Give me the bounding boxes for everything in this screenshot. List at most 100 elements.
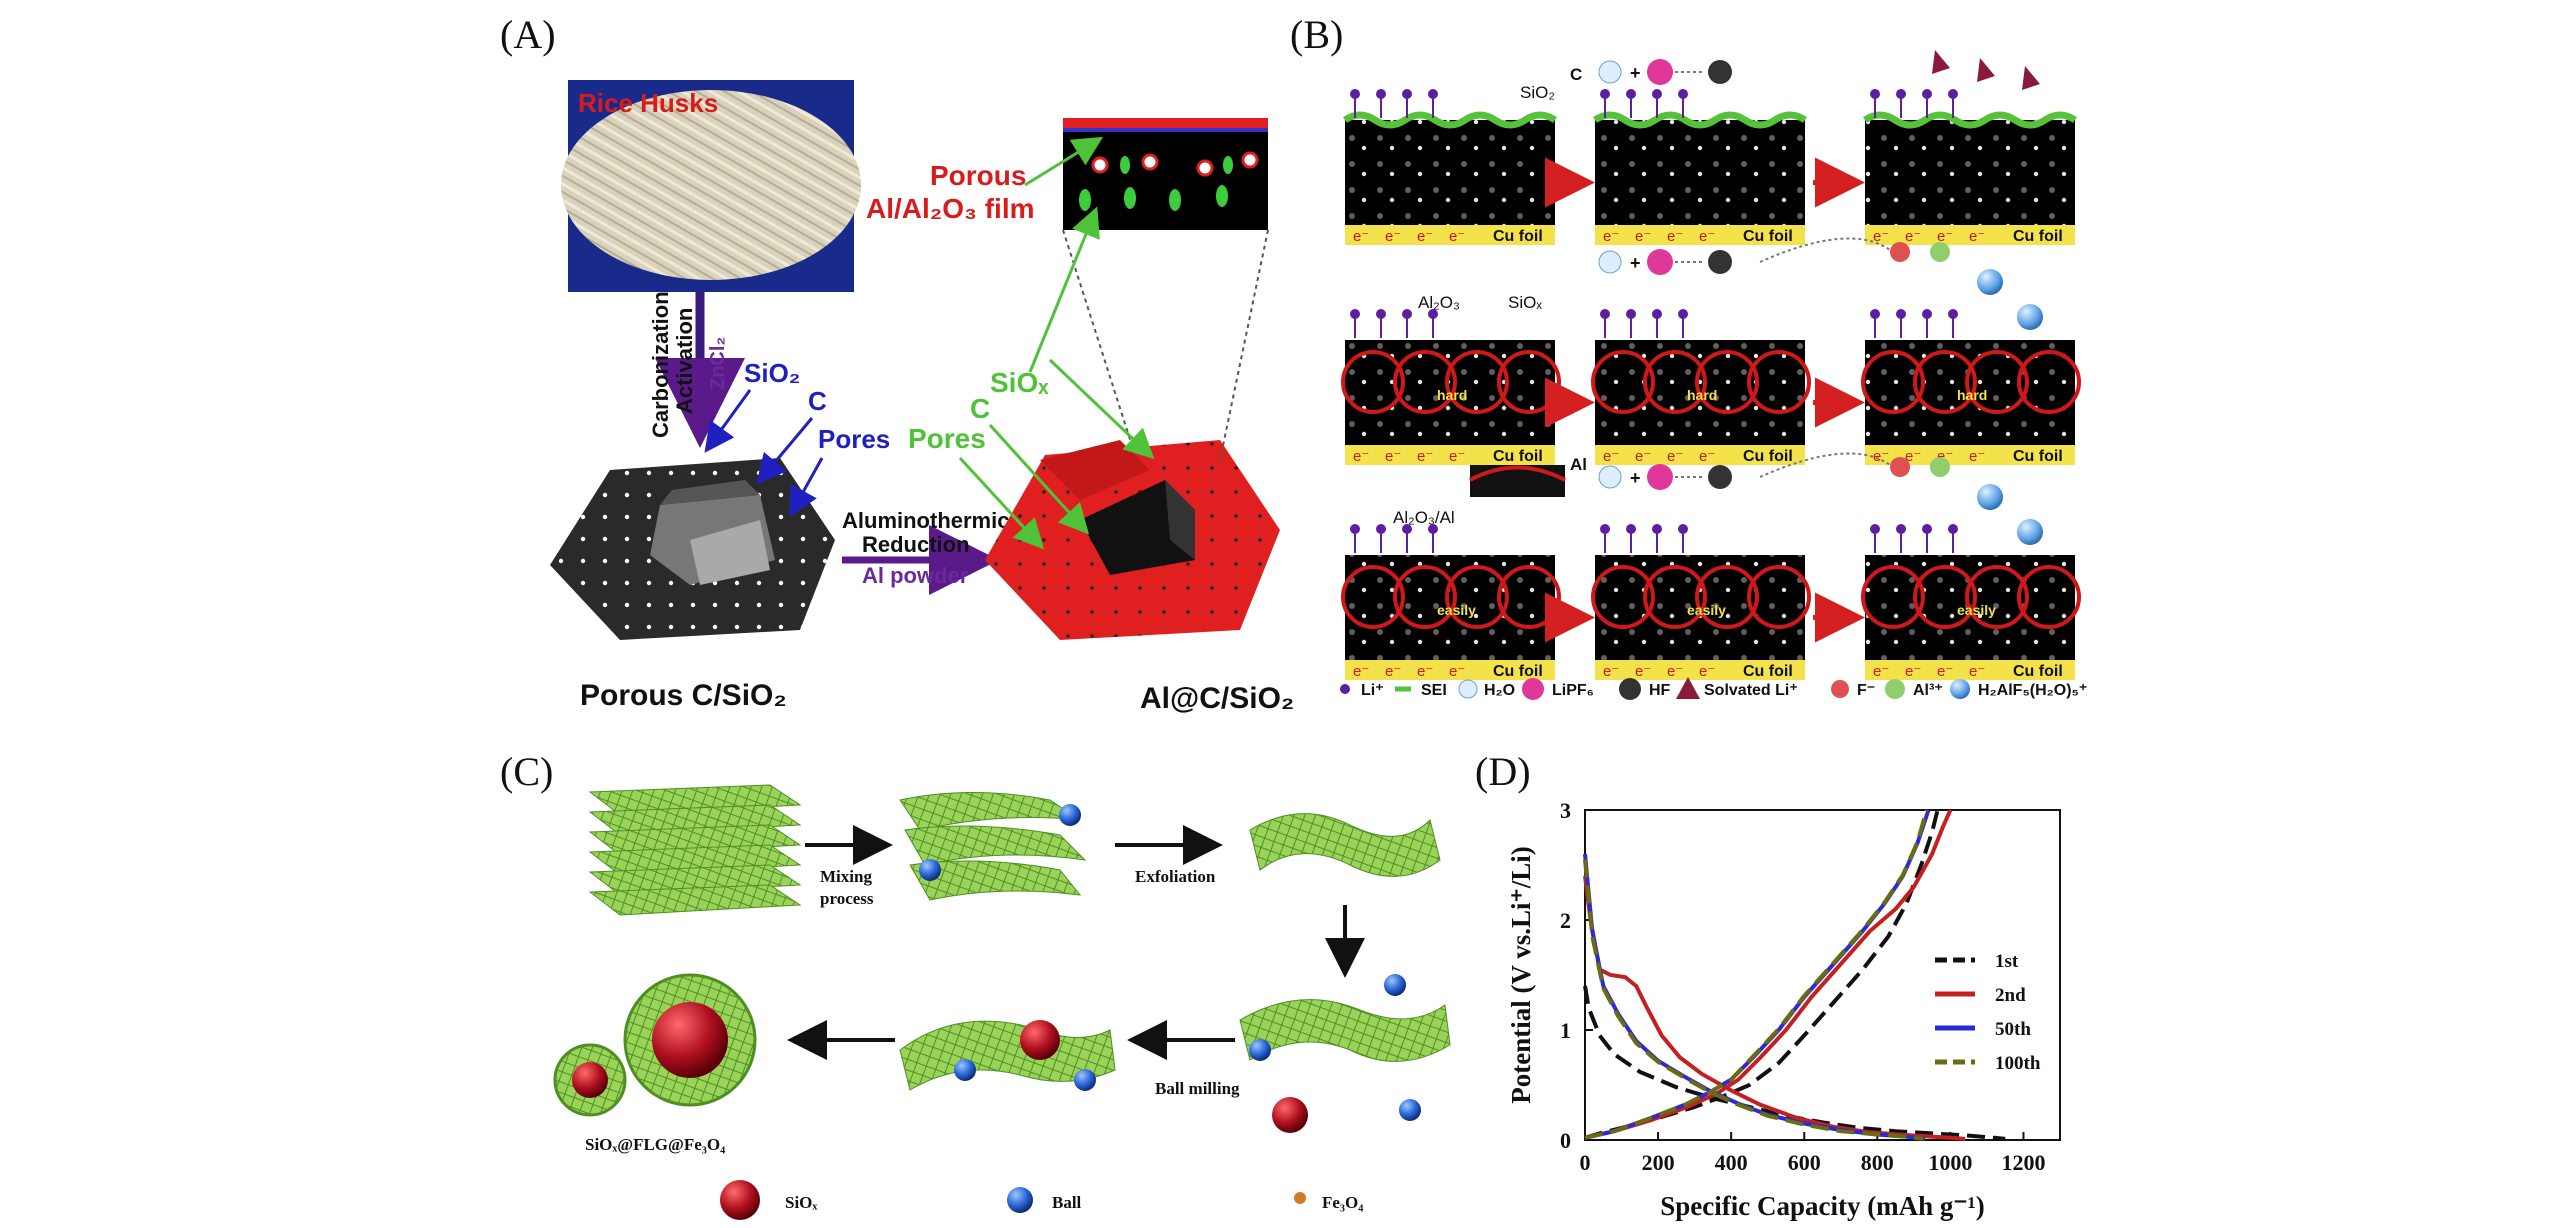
panel-a-letter: (A) [500,12,556,57]
cu-foil-strip [1345,445,1555,465]
li-ion [1870,309,1880,319]
h2alf5-ball [1977,269,2003,295]
film-pointer [1024,136,1104,187]
porous-c-sio2-polyhedron [550,458,835,640]
electron-label: e⁻ [1353,663,1369,680]
li-ion [1402,89,1412,99]
li-ion [1626,309,1636,319]
electron-label: e⁻ [1937,228,1953,245]
film-line2: Al/Al₂O₃ film [866,193,1035,224]
coating-shell [1393,350,1457,414]
al-c-sio2-polyhedron [985,440,1280,640]
step1-line2: Activation [672,308,697,414]
lipf6-ball [1647,59,1673,85]
legend-marker [1950,679,1970,699]
b-sio2-label: SiO₂ [1520,83,1555,102]
inset-guide-right [1219,229,1269,461]
cu-foil-label: Cu foil [1743,448,1793,465]
composite-label: SiOₓ@FLG@Fe₃O₄ [585,1135,725,1154]
siox-legend-marker [720,1180,760,1220]
migration-label: hard [1687,387,1717,403]
electron-label: e⁻ [1969,228,1985,245]
panel-c: (C) Mixing process Exfoliation [500,749,1451,1220]
electron-label: e⁻ [1417,663,1433,680]
legend-label: H₂AlF₅(H₂O)₅⁺ [1978,682,2087,699]
electron-label: e⁻ [1417,448,1433,465]
li-ion [1678,524,1688,534]
h2alf5-ball [1977,484,2003,510]
li-ion [1948,89,1958,99]
plus-sign: + [1630,468,1641,488]
sio2-pointer [704,389,752,453]
li-ion [1428,309,1438,319]
step2-reagent: Al powder [862,563,969,588]
electron-label: e⁻ [1353,448,1369,465]
electron-label: e⁻ [1905,228,1921,245]
legend-marker [1340,684,1350,694]
li-ion [1376,309,1386,319]
electron-label: e⁻ [1905,663,1921,680]
electron-label: e⁻ [1603,448,1619,465]
reaction-path [1759,237,1891,263]
series-2nd-charge [1584,809,1953,1140]
c-green-pointer [988,423,1090,535]
f-ion [1890,242,1910,262]
solvated-li [2022,66,2040,90]
hf-ball [1708,465,1732,489]
fe3o4-legend-marker [1294,1192,1306,1204]
electron-label: e⁻ [1699,663,1715,680]
li-ion [1626,89,1636,99]
series-50th-discharge [1583,853,1926,1141]
electron-label: e⁻ [1699,448,1715,465]
cu-foil-strip [1595,225,1805,245]
legend-label: H₂O [1484,682,1515,699]
legend-marker [1619,678,1641,700]
y-tick-label: 1 [1560,1018,1571,1043]
siox-pointer [1028,206,1100,373]
x-tick-label: 800 [1861,1150,1894,1175]
electron-label: e⁻ [1635,663,1651,680]
sei-layer [1863,111,2077,129]
x-tick-label: 0 [1580,1150,1591,1175]
panel-a: (A) Rice Husks Carbonization Activation … [500,12,1294,715]
cell-r1-c2: e⁻e⁻e⁻e⁻Cu foil [1593,89,1807,245]
li-ion [1922,309,1932,319]
series-2nd-discharge [1583,875,1966,1141]
li-ion [1402,524,1412,534]
mixing-line1: Mixing [820,867,872,886]
electron-label: e⁻ [1905,448,1921,465]
electron-label: e⁻ [1449,228,1465,245]
coating-shell [1861,565,1925,629]
migration-label: easily [1957,602,1996,618]
li-ion [1626,524,1636,534]
series-50th-charge [1584,809,1931,1140]
li-ion [1428,89,1438,99]
coating-shell [1445,350,1509,414]
electron-label: e⁻ [1667,448,1683,465]
cu-foil-label: Cu foil [2013,448,2063,465]
h2alf5-ball [2017,519,2043,545]
b-al2o3-al-label: Al₂O₃/Al [1393,508,1455,527]
li-ion [1350,309,1360,319]
hf-ball [1708,250,1732,274]
lipf6-ball [1647,464,1673,490]
legend-label: LiPF₆ [1552,682,1594,699]
li-ion [1678,89,1688,99]
cu-foil-label: Cu foil [1493,663,1543,680]
li-ion [1948,524,1958,534]
sei-layer [1343,111,1557,129]
li-ion [1652,309,1662,319]
solvated-li [1932,50,1950,74]
legend-ball: Ball [1052,1193,1082,1212]
li-ion [1428,524,1438,534]
coating-shell [1861,350,1925,414]
coating-shell [1747,350,1811,414]
siox-pointer-2 [1048,358,1155,460]
panel-c-legend: SiOₓ Ball Fe₃O₄ [720,1180,1363,1220]
